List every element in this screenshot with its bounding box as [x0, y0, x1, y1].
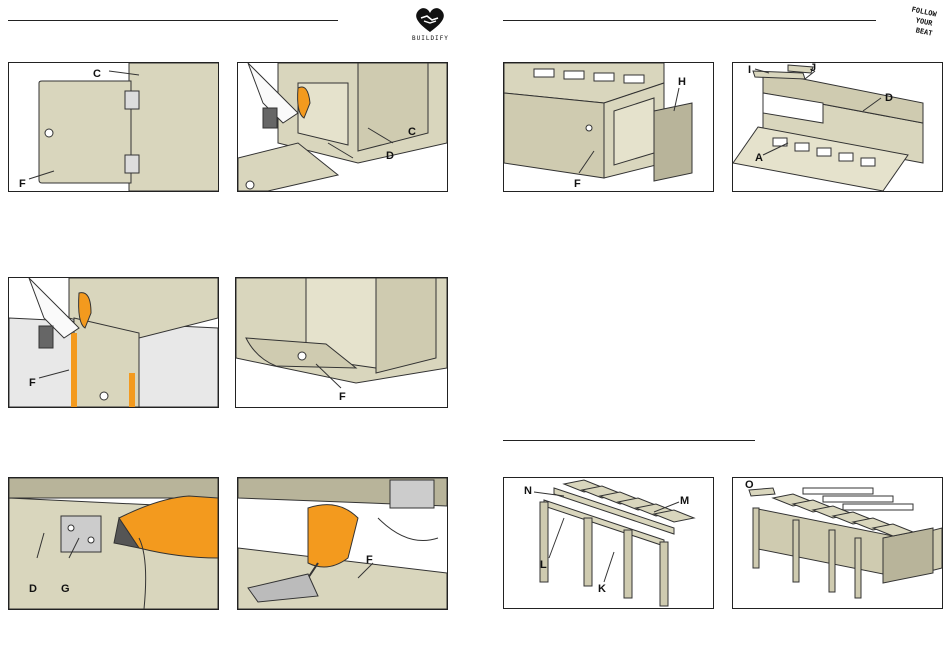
part-label: F [366, 554, 373, 566]
part-label: F [29, 377, 36, 389]
part-label: M [680, 495, 689, 507]
part-label: D [885, 92, 893, 104]
step-panel-drill-bracket-d: D G [8, 477, 219, 610]
step-panel-mount-hinge: C D [237, 62, 448, 192]
step-panel-drill-bracket-f: F [237, 477, 448, 610]
part-label: H [678, 76, 686, 88]
header-rule-left [8, 20, 338, 21]
buildify-logo: BUILDIFY [412, 6, 448, 42]
part-label: F [19, 178, 26, 190]
step-panel-slats-frame: N M L K [503, 477, 714, 609]
part-label: C [93, 68, 101, 80]
part-label: L [540, 559, 547, 571]
part-label: I [748, 64, 751, 76]
part-label: A [755, 152, 763, 164]
follow-your-beat-logo: FOLLOW YOUR BEAT [900, 8, 946, 42]
part-label: C [408, 126, 416, 138]
part-label: F [574, 178, 581, 190]
part-label: J [810, 63, 816, 74]
step-panel-final-bed: O [732, 477, 943, 609]
part-label: O [745, 479, 754, 491]
part-label: N [524, 485, 532, 497]
heart-handshake-icon [412, 6, 448, 34]
step-panel-door-hinges: C F [8, 62, 219, 192]
part-label: F [339, 391, 346, 403]
part-label: G [61, 583, 70, 595]
brand-name: BUILDIFY [412, 35, 449, 42]
step-panel-door-open: F [235, 277, 448, 408]
section-rule-right [503, 440, 755, 441]
step-panel-attach-door: F [8, 277, 219, 408]
header-rule-right [503, 20, 876, 21]
part-label: D [386, 150, 394, 162]
part-label: D [29, 583, 37, 595]
part-label: K [598, 583, 606, 595]
step-panel-assembly-ijda: I J D A [732, 62, 943, 192]
step-panel-back-panel-h: H F [503, 62, 714, 192]
